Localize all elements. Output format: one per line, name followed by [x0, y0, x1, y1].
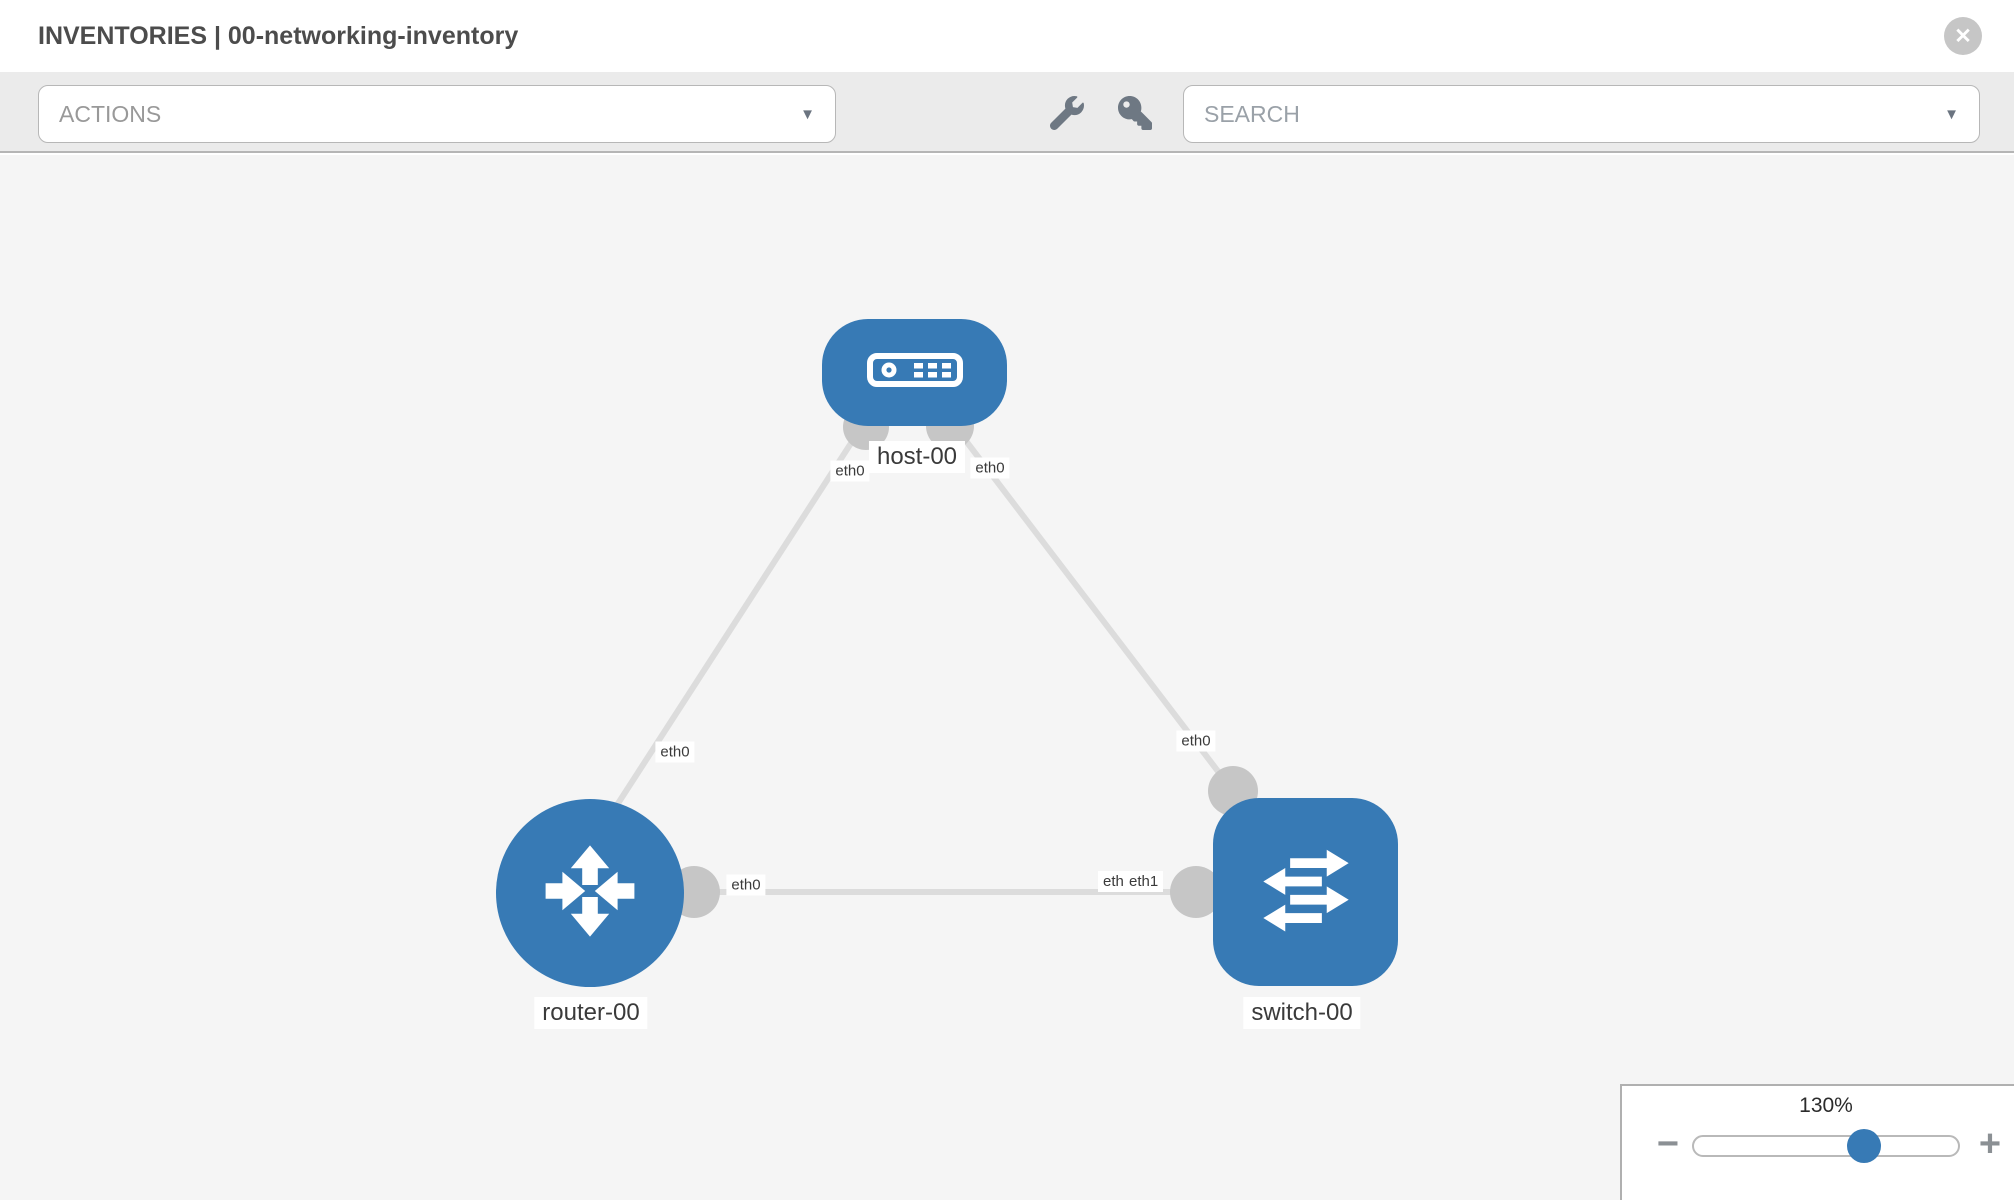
caret-down-icon: ▼ [800, 105, 815, 123]
interface-label: eth0 [830, 460, 870, 482]
node-router-00[interactable] [496, 799, 684, 987]
plus-icon: + [1978, 1123, 2002, 1165]
zoom-controls: − + [1622, 1124, 2014, 1168]
actions-dropdown-label: ACTIONS [59, 100, 162, 127]
interface-dot [1170, 866, 1222, 918]
zoom-slider-thumb[interactable] [1847, 1129, 1882, 1163]
header: INVENTORIES | 00-networking-inventory ✕ [0, 0, 2014, 72]
topology-canvas[interactable]: host-00 router-00 switch-00 eth0 eth0 et… [0, 155, 2014, 1200]
credentials-button[interactable] [1114, 94, 1156, 136]
minus-icon: − [1656, 1123, 1680, 1165]
configure-button[interactable] [1046, 94, 1088, 136]
caret-down-icon: ▼ [1944, 105, 1959, 123]
node-switch-00[interactable] [1213, 798, 1398, 986]
node-label-router: router-00 [534, 997, 648, 1029]
zoom-out-button[interactable]: − [1648, 1124, 1688, 1168]
interface-label: eth0 [1176, 730, 1216, 752]
node-host-00[interactable] [822, 319, 1007, 426]
topology-links-layer [590, 402, 1303, 918]
key-icon [1118, 95, 1152, 135]
switch-icon [1245, 829, 1367, 956]
node-label-switch: switch-00 [1243, 997, 1361, 1029]
search-dropdown-label: SEARCH [1204, 100, 1300, 127]
link-host-switch[interactable] [947, 418, 1236, 793]
wrench-icon [1049, 95, 1084, 135]
zoom-value-label: 130% [1799, 1094, 1853, 1117]
close-button[interactable]: ✕ [1944, 17, 1982, 55]
interface-label: eth0 [970, 457, 1010, 479]
host-icon [866, 353, 963, 392]
node-label-host: host-00 [868, 441, 966, 473]
close-icon: ✕ [1954, 24, 1972, 48]
zoom-panel: 130% − + [1620, 1084, 2014, 1200]
actions-dropdown[interactable]: ACTIONS ▼ [38, 85, 836, 143]
search-dropdown[interactable]: SEARCH ▼ [1183, 85, 1980, 143]
zoom-slider[interactable] [1692, 1129, 1960, 1163]
interface-label: eth0 [726, 874, 766, 896]
interface-label: eth0 [655, 741, 695, 763]
page-title: INVENTORIES | 00-networking-inventory [38, 21, 519, 50]
zoom-in-button[interactable]: + [1970, 1124, 2010, 1168]
router-icon [530, 831, 650, 956]
interface-label: eth1 [1124, 871, 1164, 892]
link-host-router[interactable] [614, 418, 869, 807]
toolbar: ACTIONS ▼ SEARCH ▼ [0, 72, 2014, 153]
